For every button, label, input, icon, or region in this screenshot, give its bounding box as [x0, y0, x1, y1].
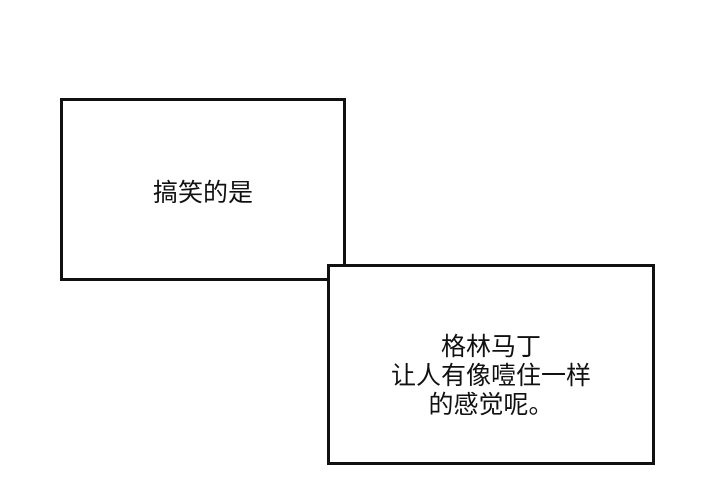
caption-2-line-1: 格林马丁 [440, 332, 541, 361]
caption-2: 格林马丁 让人有像噎住一样 的感觉呢。 [327, 332, 655, 419]
caption-2-line-3: 的感觉呢。 [428, 390, 554, 419]
caption-1-line-1: 搞笑的是 [152, 178, 253, 207]
box-merge-mask [330, 267, 343, 278]
speech-box-2 [327, 264, 655, 465]
caption-2-line-2: 让人有像噎住一样 [390, 361, 591, 390]
caption-1: 搞笑的是 [60, 178, 346, 207]
speech-box-1 [60, 98, 346, 281]
